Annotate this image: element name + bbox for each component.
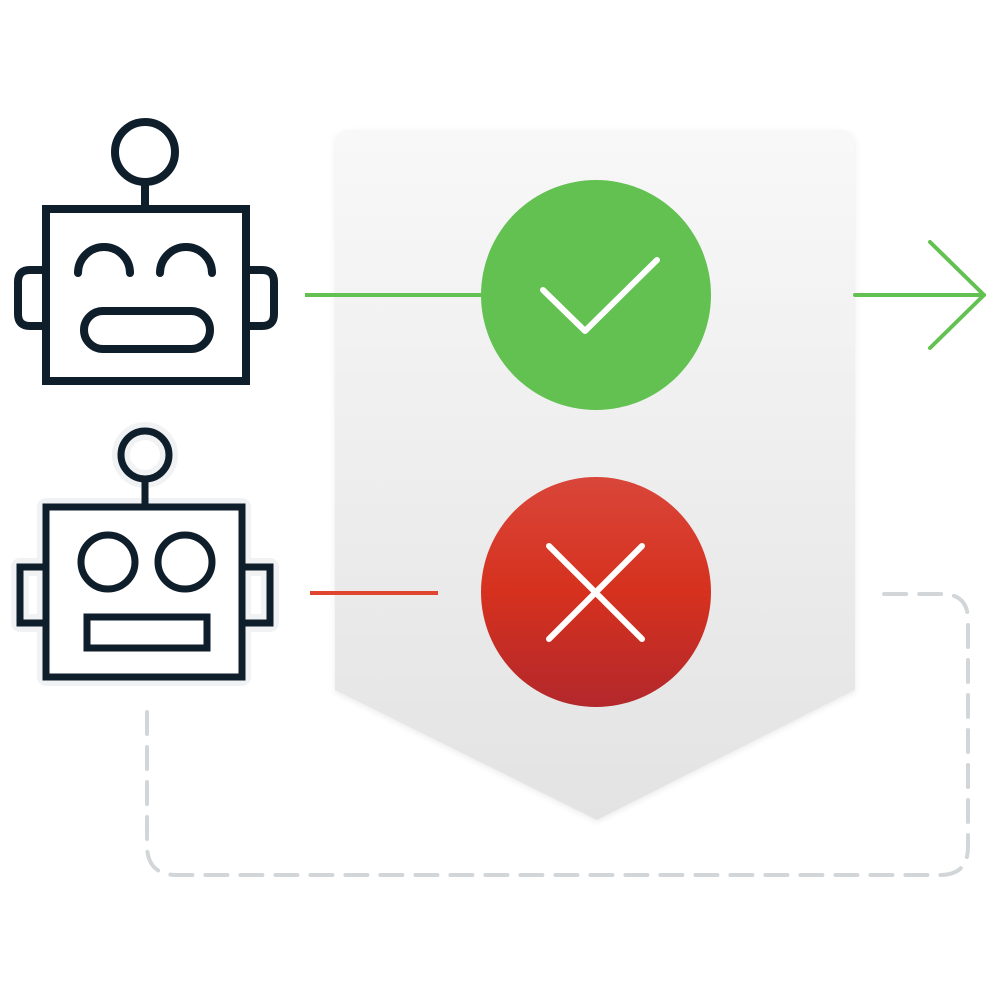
shield-icon xyxy=(335,130,855,820)
arrow-right-icon xyxy=(853,240,986,350)
dashed-loop-path xyxy=(145,592,970,877)
x-icon xyxy=(481,477,711,707)
checkmark-icon xyxy=(481,180,711,410)
happy-robot-icon xyxy=(14,118,278,385)
robot-icon xyxy=(11,422,279,686)
